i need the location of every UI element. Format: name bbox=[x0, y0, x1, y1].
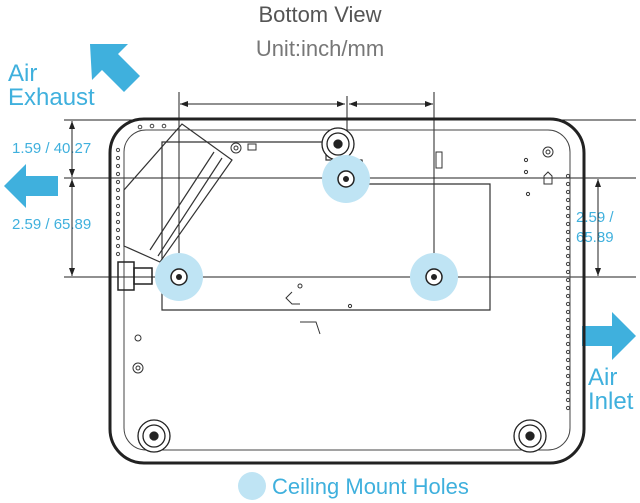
ceiling-mount-hole bbox=[410, 253, 458, 301]
reference-lines bbox=[64, 119, 636, 278]
adjustable-feet bbox=[137, 127, 547, 453]
legend-swatch-icon bbox=[238, 472, 266, 500]
air-exhaust-side-arrow-icon bbox=[4, 164, 58, 208]
exhaust-vent-dots bbox=[115, 123, 167, 257]
projector-body-outline bbox=[108, 117, 586, 465]
top-dimension bbox=[178, 92, 435, 290]
ceiling-mount-holes bbox=[155, 155, 458, 301]
dimension-left-bottom: 2.59 / 65.89 bbox=[12, 216, 92, 233]
air-exhaust-label-line1: Air bbox=[8, 60, 38, 87]
dimension-right-line1: 2.59 / bbox=[576, 209, 614, 226]
dimension-right-line2: 65.89 bbox=[576, 229, 614, 246]
projector-body-inner bbox=[123, 129, 571, 451]
air-inlet-arrow-icon bbox=[582, 312, 636, 360]
air-inlet-label-line2: Inlet bbox=[588, 388, 634, 415]
mounting-plate bbox=[161, 141, 491, 311]
diagram-unit: Unit:inch/mm bbox=[255, 36, 385, 61]
side-connector bbox=[117, 261, 153, 291]
dimension-left-top: 1.59 / 40.27 bbox=[12, 140, 92, 157]
misc-marks bbox=[132, 142, 554, 374]
ceiling-mount-hole bbox=[155, 253, 203, 301]
ceiling-mount-hole bbox=[322, 155, 370, 203]
air-exhaust-label-line2: Exhaust bbox=[8, 84, 95, 111]
diagram-title: Bottom View bbox=[258, 2, 382, 27]
legend-label: Ceiling Mount Holes bbox=[272, 474, 469, 499]
air-inlet-label-line1: Air bbox=[588, 364, 618, 391]
inlet-vent-dots bbox=[565, 173, 571, 411]
lens-housing bbox=[123, 123, 233, 263]
